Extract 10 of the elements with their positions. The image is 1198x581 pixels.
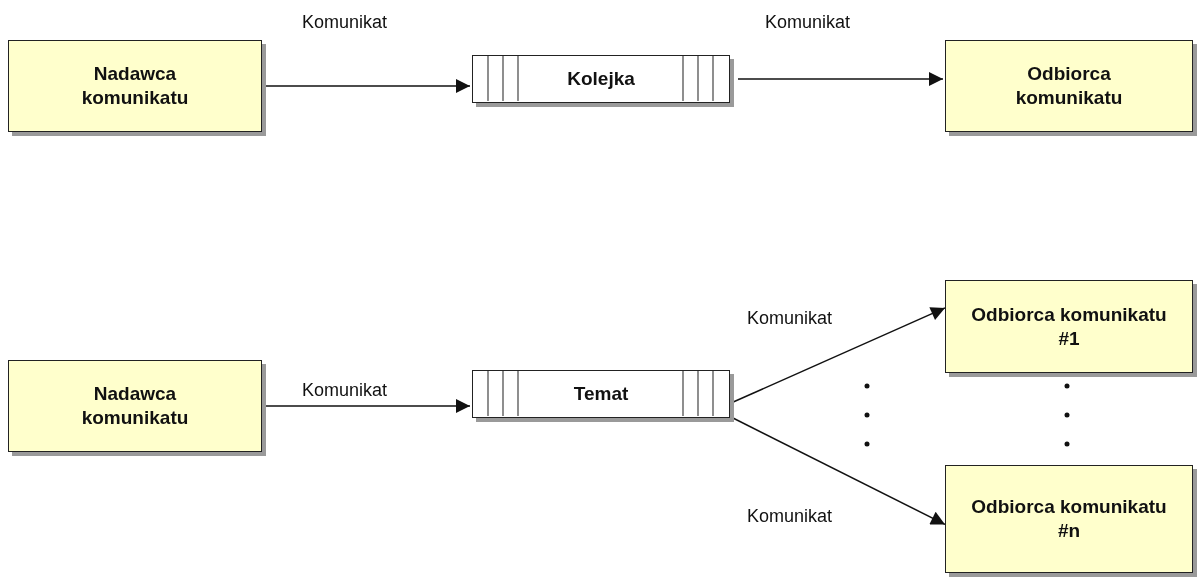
arrow — [265, 79, 471, 93]
arrow — [737, 72, 944, 86]
node-label: Odbiorca komunikatu #n — [970, 495, 1168, 543]
node-label: Temat — [573, 382, 629, 406]
node-label: Odbiorca komunikatu — [1014, 62, 1124, 110]
node-label: Odbiorca komunikatu #1 — [970, 302, 1168, 351]
node-label: Kolejka — [567, 67, 635, 91]
node-label: Nadawca komunikatu — [80, 382, 190, 430]
arrow — [265, 399, 471, 413]
node-label: Nadawca komunikatu — [80, 62, 190, 110]
